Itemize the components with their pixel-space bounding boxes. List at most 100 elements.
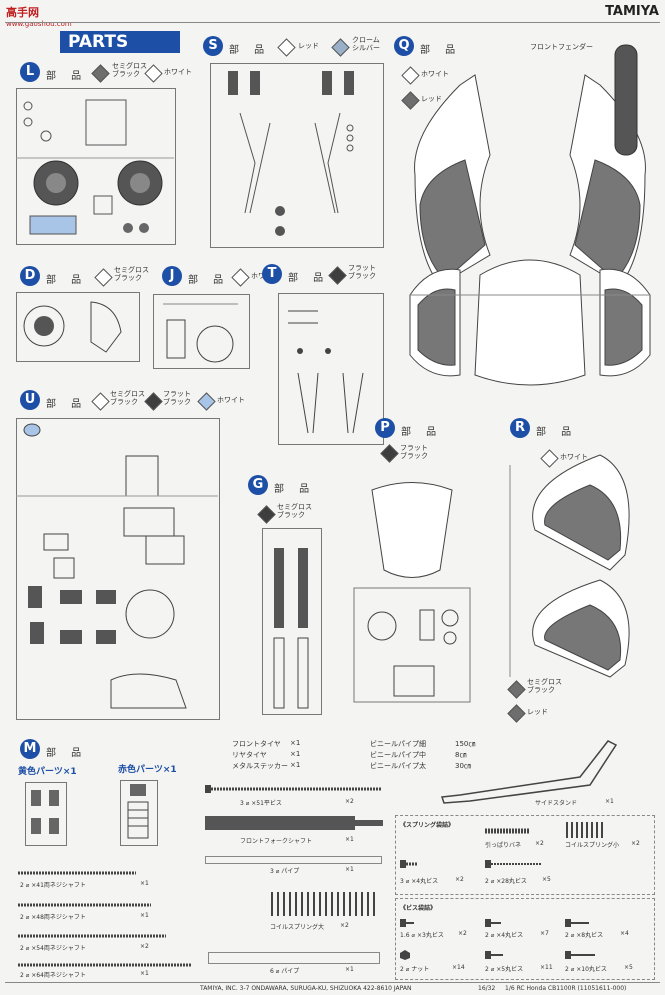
- shaft-64-icon: [18, 963, 191, 967]
- section-badge-t: T: [262, 264, 282, 284]
- pipe-3-label: 3 ⌀ パイプ: [270, 868, 300, 875]
- spring-bag-item-name: コイルスプリング小: [565, 842, 620, 849]
- screw-3x51-icon: [205, 785, 381, 793]
- tires-item-name: リヤタイヤ: [232, 751, 267, 759]
- color-swatch-icon: [91, 392, 110, 411]
- section-q-label: 部 品: [420, 45, 462, 56]
- color-label: ホワイト: [217, 396, 245, 404]
- sprue-frame-d: [16, 292, 140, 362]
- nut-icon: [400, 950, 410, 960]
- screw-bag-item-qty: ×2: [458, 930, 467, 937]
- screw-1-6x3-icon: [400, 919, 414, 927]
- sprue-s-drawing: [228, 71, 354, 236]
- color-label: クローム シルバー: [352, 36, 380, 52]
- coil-spring-small-icon: [566, 822, 603, 838]
- color-label: レッド: [421, 95, 442, 103]
- brand-logo: TAMIYA: [605, 4, 659, 19]
- screw-3x51-label: 3 ⌀ ×51平ビス: [240, 800, 282, 807]
- pipe-6-qty: ×1: [345, 966, 354, 973]
- vinyl-item-len: 150㎝: [455, 740, 476, 748]
- vinyl-item-len: 30㎝: [455, 762, 471, 770]
- section-j-label: 部 品: [188, 275, 230, 286]
- color-swatch-icon: [144, 392, 163, 411]
- spring-bag-item-qty: ×2: [535, 840, 544, 847]
- screw-bag-item-name: 2 ⌀ ×10丸ビス: [565, 966, 607, 973]
- shaft-41-icon: [18, 871, 136, 875]
- section-d-label: 部 品: [46, 275, 88, 286]
- section-badge-q: Q: [394, 36, 414, 56]
- color-swatch-icon: [144, 64, 163, 83]
- footer-company: TAMIYA, INC. 3-7 ONDAWARA, SURUGA-KU, SH…: [200, 985, 412, 992]
- color-swatch-icon: [197, 392, 216, 411]
- screw-bag-box: [395, 898, 655, 980]
- vinyl-item-name: ビニールパイプ細: [370, 740, 426, 748]
- screw-2x8-icon: [565, 919, 589, 927]
- footer-page: 16/32: [478, 985, 496, 992]
- sprue-l-drawing: [16, 99, 174, 235]
- section-t-label: 部 品: [288, 273, 330, 284]
- sprue-frame-u: [16, 418, 220, 720]
- shaft-54-qty: ×2: [140, 943, 149, 950]
- sprue-frame-g: [262, 528, 322, 715]
- screw-bag-item-name: 2 ⌀ ×4丸ビス: [485, 932, 524, 939]
- spring-bag-item-name: 2 ⌀ ×28丸ビス: [485, 878, 527, 885]
- color-swatch-icon: [328, 266, 347, 285]
- section-u-label: 部 品: [46, 399, 88, 410]
- shaft-41-label: 2 ⌀ ×41両ネジシャフト: [20, 882, 86, 889]
- spring-bag-item-name: 引っぱりバネ: [485, 842, 522, 849]
- watermark-logo: 高手网 www.gaoshou.com: [6, 6, 72, 28]
- color-label: セミグロス ブラック: [110, 390, 145, 406]
- shaft-41-qty: ×1: [140, 880, 149, 887]
- sprue-g-drawing: [273, 548, 309, 709]
- vinyl-item-len: 8㎝: [455, 751, 467, 759]
- shaft-48-qty: ×1: [140, 912, 149, 919]
- screw-bag-item-qty: ×4: [620, 930, 629, 937]
- pipe-6-label: 6 ⌀ パイプ: [270, 968, 300, 975]
- color-label: セミグロス ブラック: [112, 62, 147, 78]
- color-swatch-icon: [380, 444, 399, 463]
- section-badge-l: L: [20, 62, 40, 82]
- red-parts-label: 赤色パーツ×1: [118, 765, 177, 775]
- color-label: ホワイト: [560, 453, 588, 461]
- screw-3x4-icon: [400, 860, 418, 868]
- screw-3x51-qty: ×2: [345, 798, 354, 805]
- tires-item-qty: ×1: [290, 739, 301, 747]
- screw-bag-title: 《ビス袋詰》: [400, 905, 437, 912]
- section-r-label: 部 品: [536, 427, 578, 438]
- spring-bag-item-qty: ×2: [455, 876, 464, 883]
- color-label: レッド: [298, 42, 319, 50]
- color-label: セミグロス ブラック: [114, 266, 149, 282]
- color-swatch-icon: [91, 64, 110, 83]
- screw-2x4-icon: [485, 919, 501, 927]
- screw-bag-item-name: 1.6 ⌀ ×3丸ビス: [400, 932, 444, 939]
- side-stand-qty: ×1: [605, 798, 614, 805]
- sprue-q-drawing: [409, 44, 651, 386]
- color-swatch-icon: [331, 38, 350, 57]
- front-fork-shaft-qty: ×1: [345, 836, 354, 843]
- screw-bag-item-name: 2 ⌀ ×5丸ビス: [485, 966, 524, 973]
- tires-item-qty: ×1: [290, 750, 301, 758]
- spring-bag-item-name: 3 ⌀ ×4丸ビス: [400, 878, 439, 885]
- section-l-label: 部 品: [46, 71, 88, 82]
- color-label: フラット ブラック: [163, 390, 191, 406]
- footer-divider: [5, 982, 660, 983]
- sprue-p-drawing: [353, 482, 471, 703]
- coil-spring-large-label: コイルスプリング大: [270, 924, 325, 931]
- page-title: PARTS: [60, 31, 180, 53]
- front-fork-shaft-label: フロントフォークシャフト: [240, 838, 313, 845]
- screw-bag-item-qty: ×11: [540, 964, 553, 971]
- sprue-m-yellow-drawing: [31, 790, 59, 834]
- header-divider: [5, 22, 660, 23]
- shaft-48-label: 2 ⌀ ×48両ネジシャフト: [20, 914, 86, 921]
- sprue-d-drawing: [23, 301, 122, 353]
- section-m-label: 部 品: [46, 748, 88, 759]
- screw-2x28-icon: [485, 860, 541, 868]
- spring-bag-item-qty: ×2: [631, 840, 640, 847]
- color-label: ホワイト: [421, 70, 449, 78]
- screw-bag-item-name: 2 ⌀ ×8丸ビス: [565, 932, 604, 939]
- sprue-m-red-drawing: [127, 784, 149, 839]
- side-stand-icon: [440, 740, 618, 804]
- screw-bag-item-name: 2 ⌀ ナット: [400, 966, 430, 973]
- screw-2x10-icon: [565, 951, 595, 959]
- section-g-label: 部 品: [274, 484, 316, 495]
